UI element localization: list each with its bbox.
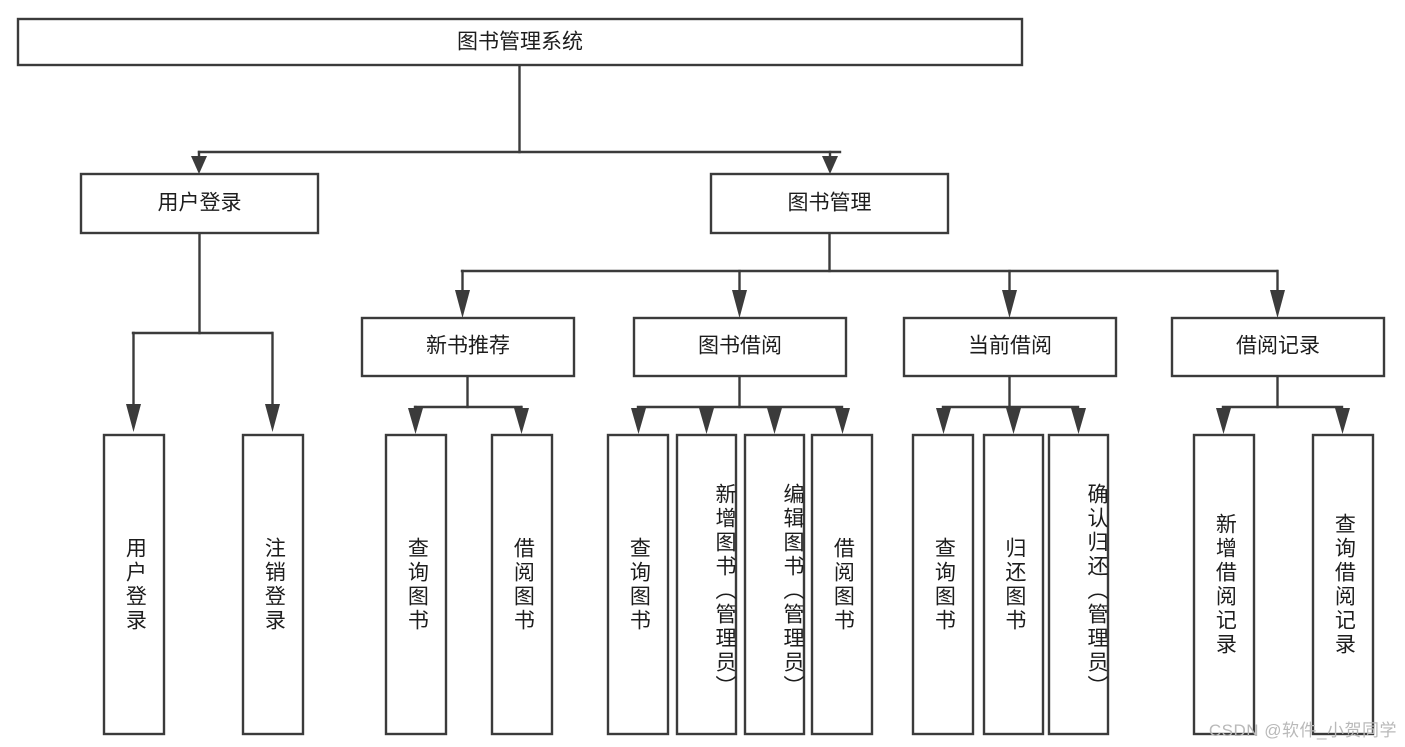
node-box-leaf-query-borrow-record[interactable]	[1311, 433, 1375, 736]
node-label-book-borrow: 图书借阅	[698, 335, 782, 358]
arrowhead-user-login-leaf-1	[126, 404, 141, 432]
arrowhead-user-login-leaf-2	[265, 404, 280, 432]
connector-group-book-borrow	[631, 374, 850, 434]
node-box-borrow-records[interactable]	[1170, 316, 1386, 378]
node-user-login[interactable]: 用户登录	[79, 172, 320, 235]
arrowhead-currentborrow-leaf-2	[1006, 408, 1021, 434]
node-box-root[interactable]	[16, 17, 1024, 67]
node-label-root: 图书管理系统	[457, 31, 583, 54]
arrowhead-to-user-login	[191, 156, 207, 174]
arrowhead-borrowrec-leaf-2	[1335, 408, 1350, 434]
node-box-leaf-logout[interactable]	[241, 433, 305, 736]
arrowhead-bookborrow-leaf-2	[699, 408, 714, 434]
node-label-new-book-recommend: 新书推荐	[426, 335, 510, 358]
arrowhead-bookborrow-leaf-3	[767, 408, 782, 434]
node-book-borrow[interactable]: 图书借阅	[632, 316, 848, 378]
arrowhead-to-new-book-recommend	[455, 290, 470, 318]
node-box-leaf-edit-book-admin[interactable]	[743, 433, 806, 736]
arrowhead-borrowrec-leaf-1	[1216, 408, 1231, 434]
node-box-leaf-confirm-return-admin[interactable]	[1047, 433, 1110, 736]
connector-group-root	[191, 63, 842, 174]
node-book-management[interactable]: 图书管理	[709, 172, 950, 235]
connector-group-new-book-recommend	[408, 374, 529, 434]
node-book-management-system[interactable]: 图书管理系统	[16, 17, 1024, 67]
arrowhead-to-borrow-records	[1270, 290, 1285, 318]
node-box-leaf-add-borrow-record[interactable]	[1192, 433, 1256, 736]
connector-group-current-borrow	[936, 374, 1086, 434]
connector-group-borrow-records	[1216, 374, 1350, 434]
arrowhead-bookborrow-leaf-1	[631, 408, 646, 434]
arrowhead-currentborrow-leaf-1	[936, 408, 951, 434]
csdn-watermark: CSDN @软件_小贺同学	[1208, 721, 1397, 740]
connector-group-book-management	[455, 231, 1285, 318]
node-box-book-borrow[interactable]	[632, 316, 848, 378]
node-label-user-login: 用户登录	[158, 192, 242, 215]
arrowhead-to-book-management	[822, 156, 838, 174]
arrowhead-bookborrow-leaf-4	[835, 408, 850, 434]
node-box-current-borrow[interactable]	[902, 316, 1118, 378]
connector-group-user-login	[126, 231, 280, 432]
node-box-leaf-query-books-cb[interactable]	[911, 433, 975, 736]
node-borrow-records[interactable]: 借阅记录	[1170, 316, 1386, 378]
node-box-leaf-user-login[interactable]	[102, 433, 166, 736]
node-box-book-management[interactable]	[709, 172, 950, 235]
node-box-leaf-query-books-bb[interactable]	[606, 433, 670, 736]
node-box-leaf-borrow-books-nbr[interactable]	[490, 433, 554, 736]
arrowhead-newbook-leaf-2	[514, 408, 529, 434]
node-new-book-recommend[interactable]: 新书推荐	[360, 316, 576, 378]
node-box-leaf-return-books[interactable]	[982, 433, 1045, 736]
arrowhead-currentborrow-leaf-3	[1071, 408, 1086, 434]
node-box-leaf-add-book-admin[interactable]	[675, 433, 738, 736]
node-label-current-borrow: 当前借阅	[968, 335, 1052, 358]
arrowhead-to-current-borrow	[1002, 290, 1017, 318]
node-current-borrow[interactable]: 当前借阅	[902, 316, 1118, 378]
arrowhead-to-book-borrow	[732, 290, 747, 318]
node-box-leaf-query-books-nbr[interactable]	[384, 433, 448, 736]
node-box-user-login[interactable]	[79, 172, 320, 235]
node-label-book-management: 图书管理	[788, 192, 872, 215]
arrowhead-newbook-leaf-1	[408, 408, 423, 434]
node-box-new-book-recommend[interactable]	[360, 316, 576, 378]
node-box-leaf-borrow-books-bb[interactable]	[810, 433, 874, 736]
node-label-borrow-records: 借阅记录	[1236, 335, 1320, 358]
